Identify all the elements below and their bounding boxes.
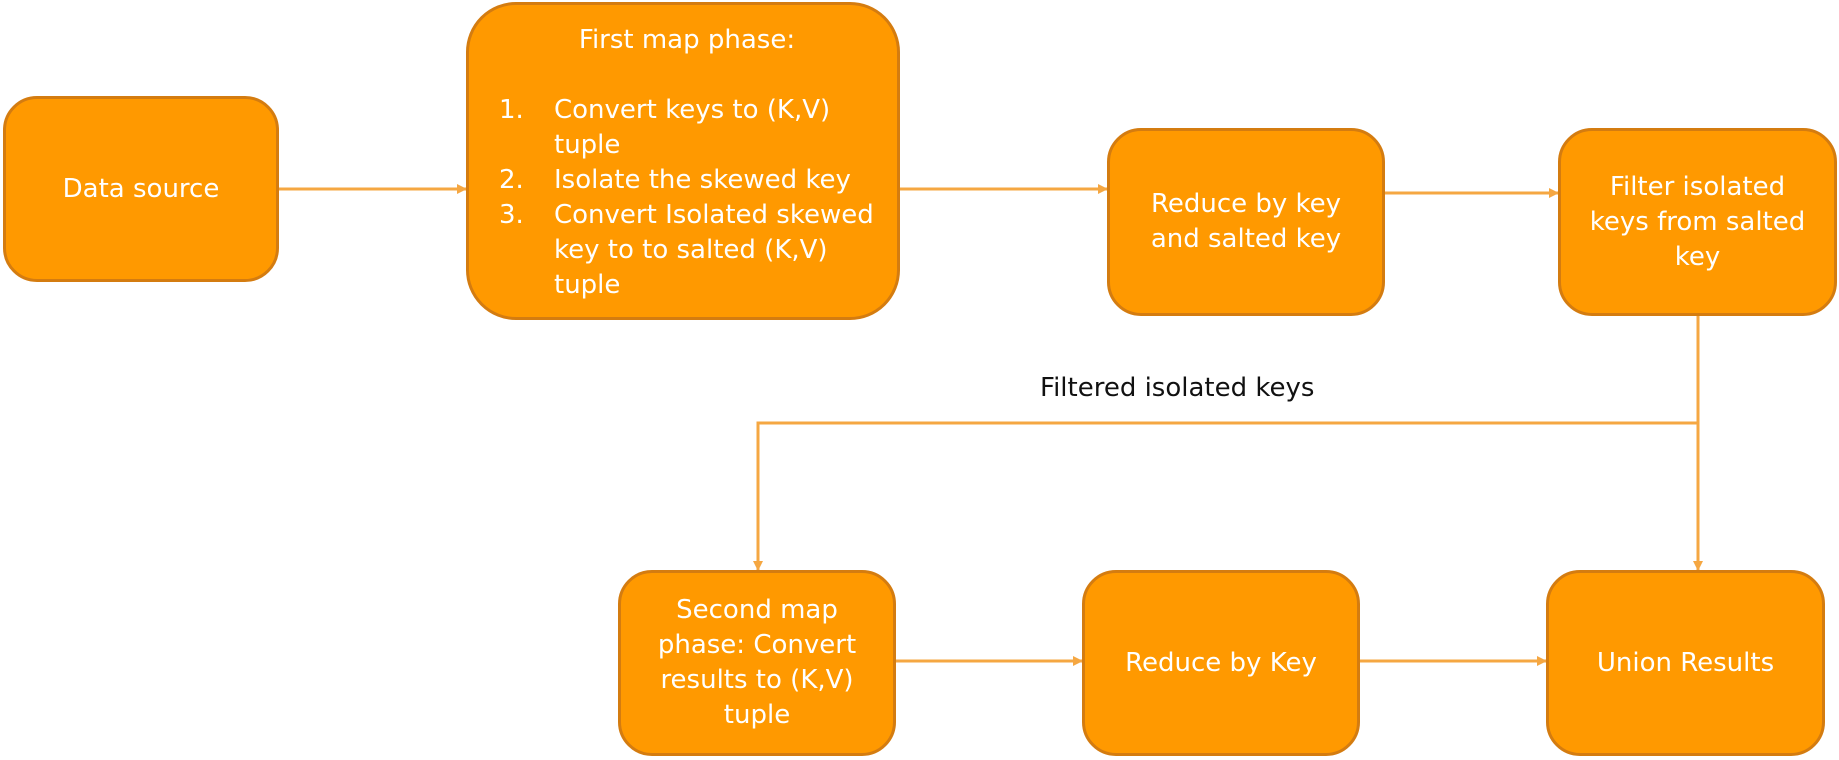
- node-reduce-by-key-label: Reduce by Key: [1125, 647, 1317, 678]
- node-data-source: Data source: [3, 96, 279, 282]
- step-number: 2.: [499, 165, 524, 195]
- step-item: 3. Convert Isolated skewed key to to sal…: [499, 198, 875, 303]
- node-second-map-label: Second map phase: Convert results to (K,…: [657, 595, 857, 730]
- node-reduce-by-key-and-salted-key: Reduce by key and salted key: [1107, 128, 1385, 316]
- step-text: Isolate the skewed key: [554, 165, 851, 195]
- step-number: 3.: [499, 200, 524, 230]
- first-map-phase-title: First map phase:: [578, 25, 796, 55]
- first-map-phase-steps: 1. Convert keys to (K,V) tuple 2. Isolat…: [499, 93, 875, 303]
- node-union-results: Union Results: [1546, 570, 1825, 756]
- node-reduce-by-key: Reduce by Key: [1082, 570, 1360, 756]
- node-union-results-label: Union Results: [1596, 647, 1775, 678]
- step-item: 2. Isolate the skewed key: [499, 163, 875, 198]
- step-item: 1. Convert keys to (K,V) tuple: [499, 93, 875, 163]
- step-number: 1.: [499, 95, 524, 125]
- node-filter-isolated-keys: Filter isolated keys from salted key: [1558, 128, 1837, 316]
- node-reduce-salted-label: Reduce by key and salted key: [1150, 189, 1342, 254]
- node-second-map-phase: Second map phase: Convert results to (K,…: [618, 570, 896, 756]
- arrow-filtered-keys-to-second-map: [753, 421, 1698, 571]
- node-first-map-phase: First map phase: 1. Convert keys to (K,V…: [466, 2, 900, 320]
- edge-label-filtered-isolated-keys: Filtered isolated keys: [1040, 373, 1315, 403]
- step-text: Convert keys to (K,V) tuple: [554, 95, 831, 160]
- node-data-source-label: Data source: [62, 173, 220, 204]
- step-text: Convert Isolated skewed key to to salted…: [554, 200, 874, 300]
- node-filter-isolated-label: Filter isolated keys from salted key: [1589, 171, 1806, 272]
